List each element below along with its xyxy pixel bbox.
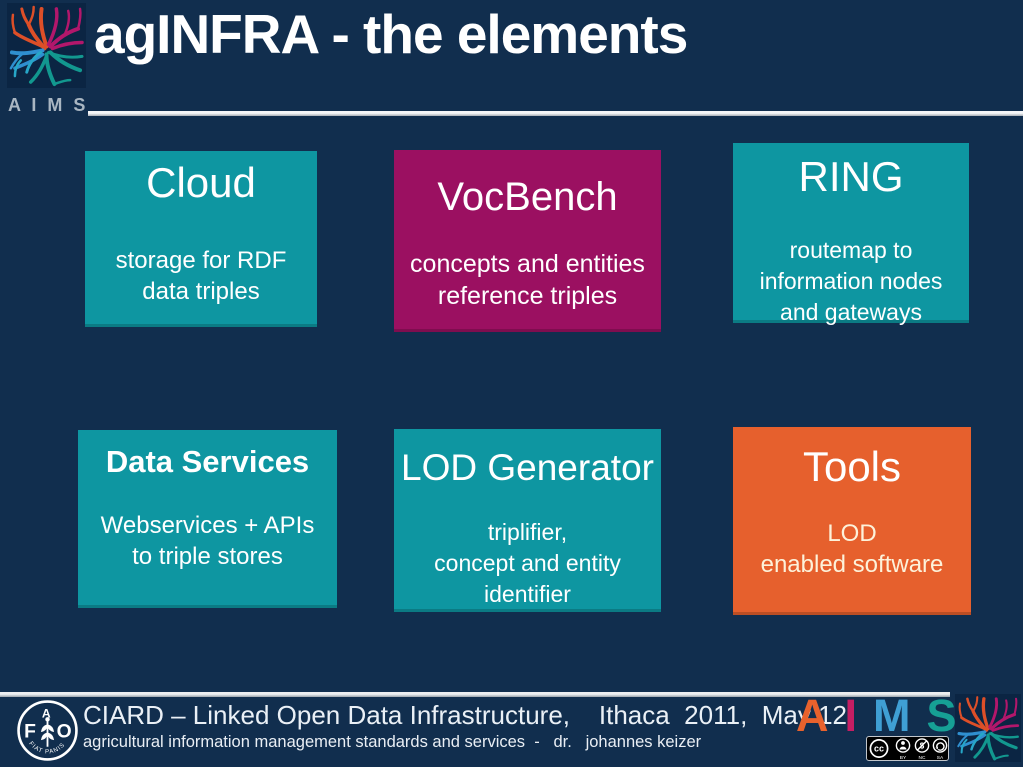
card-vocbench-title: VocBench	[437, 175, 618, 219]
aims-coral-logo-icon	[7, 3, 86, 88]
cc-nc-icon: $	[914, 738, 930, 753]
creative-commons-license-badge: cc $ BY NC SA	[866, 736, 949, 761]
card-lod-generator-body: triplifier, concept and entity identifie…	[434, 518, 621, 607]
cc-icon: cc	[874, 744, 884, 754]
fao-letter-a: A	[42, 706, 51, 720]
card-tools-body: LOD enabled software	[760, 520, 944, 579]
card-tools: Tools LOD enabled software	[733, 427, 971, 615]
card-cloud: Cloud storage for RDF data triples	[85, 151, 317, 327]
card-vocbench-body: concepts and entities reference triples	[410, 250, 645, 310]
card-data-services-body: Webservices + APIs to triple stores	[100, 511, 315, 570]
aims-wordmark-footer: A I M S	[796, 693, 957, 738]
footer-conference-line: CIARD – Linked Open Data Infrastructure,…	[83, 700, 848, 730]
fao-letter-o: O	[57, 722, 72, 743]
card-cloud-title: Cloud	[146, 159, 256, 206]
card-ring: RING routemap to information nodes and g…	[733, 143, 969, 325]
cc-sa-icon	[932, 738, 948, 753]
aims-coral-logo-small-icon	[955, 694, 1021, 762]
slide-title: agINFRA - the elements	[94, 3, 688, 65]
aims-wordmark-top: A I M S	[8, 95, 89, 115]
card-data-services: Data Services Webservices + APIs to trip…	[78, 430, 337, 608]
aims-letter-a: A	[796, 690, 829, 741]
card-tools-title: Tools	[802, 443, 902, 490]
card-data-services-title: Data Services	[105, 444, 310, 479]
fao-letter-f: F	[24, 722, 36, 743]
card-ring-body: routemap to information nodes and gatewa…	[759, 237, 943, 326]
title-underline-rule	[88, 111, 1023, 116]
fao-logo-icon: F A O FIAT PANIS	[17, 700, 78, 761]
card-cloud-body: storage for RDF data triples	[115, 247, 287, 306]
aims-letter-s: S	[926, 690, 957, 741]
footer-divider-rule	[0, 692, 950, 697]
footer-author-line: agricultural information management stan…	[83, 733, 702, 751]
cc-label-sa: SA	[937, 755, 944, 761]
card-ring-title: RING	[798, 153, 904, 200]
cc-by-icon	[895, 738, 911, 753]
aims-letter-m: M	[873, 690, 911, 741]
aims-letter-i: I	[844, 690, 858, 741]
cc-label-by: BY	[900, 755, 907, 761]
card-lod-generator: LOD Generator triplifier, concept and en…	[394, 429, 661, 612]
cc-label-nc: NC	[919, 755, 926, 761]
card-lod-generator-title: LOD Generator	[401, 447, 654, 488]
card-vocbench: VocBench concepts and entities reference…	[394, 150, 661, 332]
